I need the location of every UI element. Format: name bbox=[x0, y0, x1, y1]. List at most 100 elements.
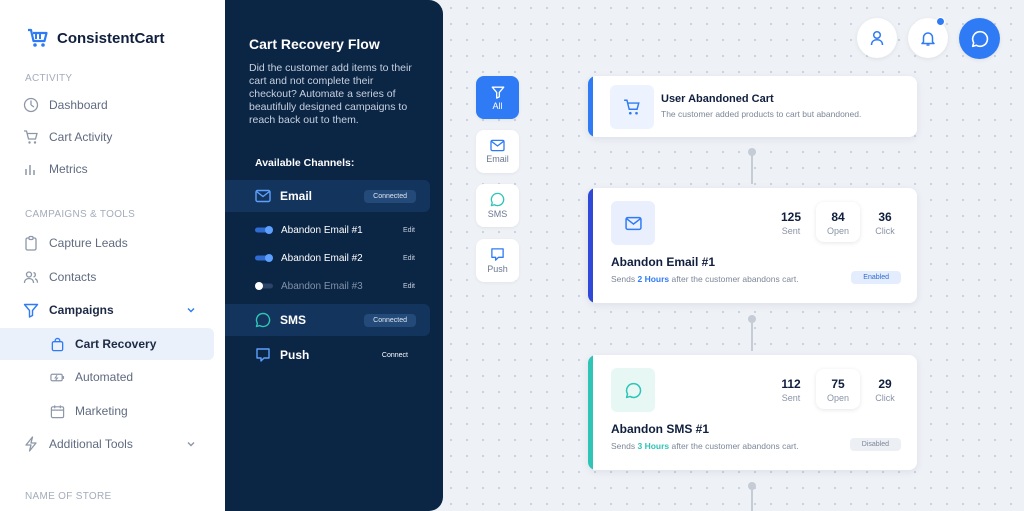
stat-click: 29 Click bbox=[865, 377, 905, 403]
section-title-store: NAME OF STORE bbox=[25, 491, 112, 502]
bar-chart-icon bbox=[25, 165, 35, 175]
section-title-campaigns-tools: CAMPAIGNS & TOOLS bbox=[25, 209, 136, 220]
push-notification-icon bbox=[256, 348, 270, 362]
edit-link[interactable]: Edit bbox=[402, 282, 415, 290]
status-badge[interactable]: Enabled bbox=[851, 271, 901, 284]
funnel-icon bbox=[491, 86, 504, 99]
connector-line bbox=[751, 319, 753, 351]
abandon-email-card[interactable]: 125 Sent 84 Open 36 Click Abandon Email … bbox=[588, 188, 917, 303]
profile-button[interactable] bbox=[857, 18, 897, 58]
notification-dot bbox=[936, 17, 945, 26]
app-name: ConsistentCart bbox=[57, 29, 165, 47]
lightning-icon bbox=[25, 436, 37, 452]
chat-bubble-icon bbox=[971, 30, 988, 47]
card-subtitle: Sends 3 Hours after the customer abandon… bbox=[611, 441, 799, 451]
connect-link[interactable]: Connect bbox=[381, 351, 408, 359]
available-channels-label: Available Channels: bbox=[255, 157, 355, 169]
card-title: Abandon SMS #1 bbox=[611, 422, 710, 436]
email-item-label: Abandon Email #3 bbox=[281, 280, 363, 292]
card-title: Abandon Email #1 bbox=[611, 255, 716, 269]
edit-link[interactable]: Edit bbox=[402, 254, 415, 262]
toggle-off[interactable] bbox=[255, 282, 275, 290]
filter-push[interactable]: Push bbox=[476, 239, 519, 282]
connector-line bbox=[751, 152, 753, 184]
sidebar-item-marketing[interactable]: Marketing bbox=[0, 395, 214, 427]
stat-label: Open bbox=[826, 226, 850, 236]
channel-email[interactable]: Email Connected bbox=[225, 180, 430, 212]
trigger-icon-box bbox=[610, 85, 654, 129]
stat-value: 36 bbox=[878, 210, 892, 224]
chat-button[interactable] bbox=[959, 18, 1000, 59]
delay-value: 2 Hours bbox=[637, 274, 670, 284]
sends-prefix: Sends bbox=[611, 274, 636, 284]
sidebar-item-metrics[interactable]: Metrics bbox=[0, 153, 214, 185]
stat-open: 75 Open bbox=[816, 369, 860, 409]
envelope-icon bbox=[624, 216, 642, 230]
delay-value: 3 Hours bbox=[637, 441, 670, 451]
sidebar-item-label: Marketing bbox=[75, 404, 128, 418]
sidebar-item-label: Capture Leads bbox=[49, 236, 128, 250]
shopping-bag-icon bbox=[51, 337, 64, 351]
card-title: User Abandoned Cart bbox=[661, 93, 774, 105]
email-item-1[interactable]: Abandon Email #1 Edit bbox=[255, 220, 440, 240]
stat-sent: 112 Sent bbox=[771, 377, 811, 403]
channel-label: Push bbox=[280, 348, 310, 362]
email-item-2[interactable]: Abandon Email #2 Edit bbox=[255, 248, 440, 268]
cart-recovery-panel: Cart Recovery Flow Did the customer add … bbox=[225, 0, 443, 511]
sends-prefix: Sends bbox=[611, 441, 636, 451]
channel-label: SMS bbox=[280, 313, 307, 327]
sidebar-item-label: Cart Recovery bbox=[75, 337, 157, 351]
stat-open: 84 Open bbox=[816, 202, 860, 242]
chat-bubble-icon bbox=[490, 192, 505, 207]
channel-push[interactable]: Push Connect bbox=[225, 339, 430, 371]
sidebar-item-dashboard[interactable]: Dashboard bbox=[0, 89, 214, 121]
toggle-on[interactable] bbox=[255, 254, 275, 262]
filter-label: All bbox=[492, 100, 503, 111]
user-icon bbox=[870, 30, 884, 46]
trigger-card[interactable]: User Abandoned Cart The customer added p… bbox=[588, 76, 917, 137]
edit-link[interactable]: Edit bbox=[402, 226, 415, 234]
filter-email[interactable]: Email bbox=[476, 130, 519, 173]
email-item-3[interactable]: Abandon Email #3 Edit bbox=[255, 276, 440, 296]
sidebar-item-additional-tools[interactable]: Additional Tools bbox=[0, 428, 214, 460]
sidebar-item-label: Contacts bbox=[49, 270, 97, 284]
sidebar-item-cart-activity[interactable]: Cart Activity bbox=[0, 121, 214, 153]
connector-line bbox=[751, 486, 753, 511]
card-accent bbox=[588, 188, 593, 303]
sends-suffix: after the customer abandons cart. bbox=[671, 274, 799, 284]
channel-sms[interactable]: SMS Connected bbox=[225, 304, 430, 336]
panel-description: Did the customer add items to their cart… bbox=[249, 62, 412, 126]
filter-label: SMS bbox=[487, 209, 508, 219]
sidebar-item-capture-leads[interactable]: Capture Leads bbox=[0, 227, 214, 259]
push-notification-icon bbox=[491, 248, 504, 261]
stat-label: Sent bbox=[781, 393, 801, 403]
sidebar-item-automated[interactable]: Automated bbox=[0, 361, 214, 393]
stat-value: 75 bbox=[831, 377, 845, 391]
stat-label: Click bbox=[875, 226, 895, 236]
chevron-down-icon bbox=[187, 442, 195, 447]
dashboard-icon bbox=[23, 97, 39, 113]
sidebar-item-contacts[interactable]: Contacts bbox=[0, 261, 214, 293]
sidebar-item-label: Automated bbox=[75, 370, 134, 384]
filter-label: Email bbox=[486, 154, 509, 164]
sidebar-item-campaigns[interactable]: Campaigns bbox=[0, 294, 214, 326]
toggle-on[interactable] bbox=[255, 226, 275, 234]
sidebar-item-label: Campaigns bbox=[49, 303, 114, 317]
filter-sms[interactable]: SMS bbox=[476, 184, 519, 227]
abandon-sms-card[interactable]: 112 Sent 75 Open 29 Click Abandon SMS #1… bbox=[588, 355, 917, 470]
stat-label: Click bbox=[875, 393, 895, 403]
bell-icon bbox=[921, 32, 935, 46]
panel-title: Cart Recovery Flow bbox=[249, 36, 380, 52]
envelope-icon bbox=[490, 139, 505, 152]
battery-icon bbox=[50, 373, 65, 381]
sidebar-item-cart-recovery[interactable]: Cart Recovery bbox=[0, 328, 214, 360]
email-item-label: Abandon Email #2 bbox=[281, 252, 363, 264]
logo[interactable]: ConsistentCart bbox=[27, 28, 165, 48]
filter-all[interactable]: All bbox=[476, 76, 519, 119]
stat-label: Open bbox=[826, 393, 850, 403]
cart-logo-icon bbox=[28, 28, 48, 47]
sidebar-item-label: Metrics bbox=[49, 162, 88, 176]
status-badge[interactable]: Disabled bbox=[849, 438, 901, 451]
cart-icon bbox=[624, 99, 640, 115]
filter-label: Push bbox=[487, 264, 508, 274]
